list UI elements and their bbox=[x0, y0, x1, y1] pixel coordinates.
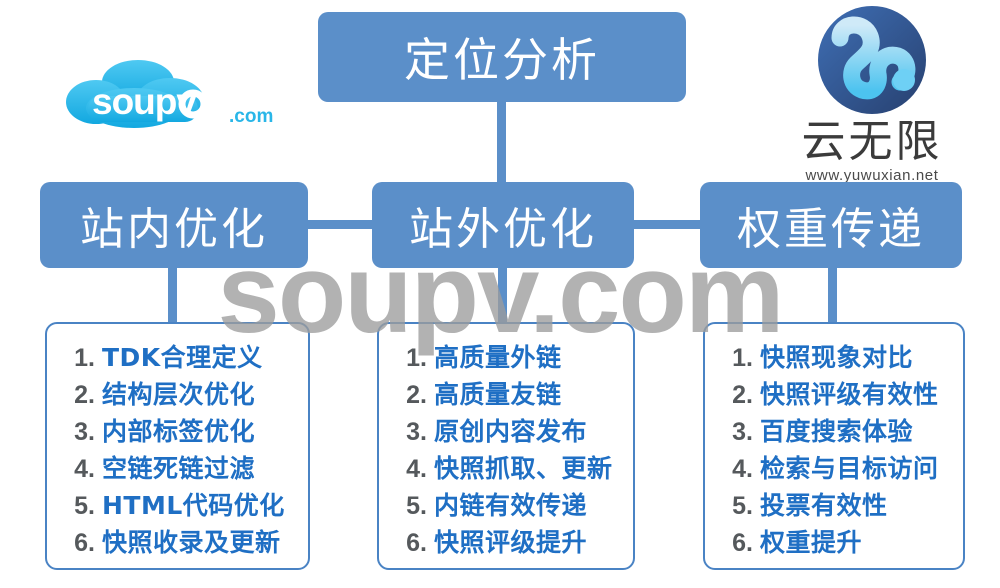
list-item: 3. 原创内容发布 bbox=[393, 412, 625, 449]
list-item-number: 2. bbox=[406, 381, 427, 409]
list-item-label: 权重提升 bbox=[760, 528, 863, 557]
list-item-number: 3. bbox=[732, 418, 753, 446]
list-item-number: 5. bbox=[732, 492, 753, 520]
yuwuxian-logo: 云无限 www.yuwuxian.net bbox=[772, 4, 972, 184]
list-item-number: 6. bbox=[406, 529, 427, 557]
list-item-label: 百度搜索体验 bbox=[760, 417, 914, 446]
list-item: 5. 投票有效性 bbox=[719, 486, 955, 523]
list-item: 6. 快照评级提升 bbox=[393, 523, 625, 560]
list-item-label: 投票有效性 bbox=[760, 491, 888, 520]
list-item: 1. 高质量外链 bbox=[393, 338, 625, 375]
node-root-label: 定位分析 bbox=[404, 33, 600, 87]
list-item-label: TDK合理定义 bbox=[102, 343, 263, 372]
list-item-number: 5. bbox=[74, 492, 95, 520]
list-item: 3. 百度搜索体验 bbox=[719, 412, 955, 449]
list-item: 6. 权重提升 bbox=[719, 523, 955, 560]
yuwuxian-name: 云无限 bbox=[801, 116, 943, 167]
list-item-number: 3. bbox=[74, 418, 95, 446]
list-panel-weight: 1. 快照现象对比 2. 快照评级有效性 3. 百度搜索体验 4. 检索与目标访… bbox=[703, 322, 965, 570]
list-item: 2. 快照评级有效性 bbox=[719, 375, 955, 412]
node-branch-weight[interactable]: 权重传递 bbox=[700, 182, 962, 268]
list-item-number: 4. bbox=[732, 455, 753, 483]
list-item: 5. HTML代码优化 bbox=[61, 486, 300, 523]
list-item: 4. 检索与目标访问 bbox=[719, 449, 955, 486]
soupv-logo-suffix: .com bbox=[229, 106, 274, 127]
list-item: 2. 高质量友链 bbox=[393, 375, 625, 412]
list-item-number: 2. bbox=[732, 381, 753, 409]
list-item: 3. 内部标签优化 bbox=[61, 412, 300, 449]
list-item-number: 2. bbox=[74, 381, 95, 409]
list-panel-inner: 1. TDK合理定义 2. 结构层次优化 3. 内部标签优化 4. 空链死链过滤… bbox=[45, 322, 310, 570]
list-item-label: 原创内容发布 bbox=[434, 417, 588, 446]
cloud-icon: soupv bbox=[60, 58, 260, 143]
list-item-label: 检索与目标访问 bbox=[760, 454, 939, 483]
list-item-label: 快照现象对比 bbox=[760, 343, 914, 372]
connector-outer-to-panel bbox=[498, 262, 507, 328]
list-item: 2. 结构层次优化 bbox=[61, 375, 300, 412]
list-item-number: 1. bbox=[732, 344, 753, 372]
yuwuxian-url: www.yuwuxian.net bbox=[805, 167, 939, 185]
list-item-number: 1. bbox=[74, 344, 95, 372]
node-branch-weight-label: 权重传递 bbox=[737, 204, 925, 255]
list-item-number: 3. bbox=[406, 418, 427, 446]
list-item-number: 6. bbox=[732, 529, 753, 557]
list-panel-outer: 1. 高质量外链 2. 高质量友链 3. 原创内容发布 4. 快照抓取、更新 5… bbox=[377, 322, 635, 570]
yuwuxian-mark-icon bbox=[816, 6, 928, 120]
list-item-number: 4. bbox=[74, 455, 95, 483]
list-item: 4. 快照抓取、更新 bbox=[393, 449, 625, 486]
list-item-number: 5. bbox=[406, 492, 427, 520]
list-item-label: 快照评级提升 bbox=[434, 528, 588, 557]
node-branch-outer-label: 站外优化 bbox=[409, 204, 597, 255]
list-item-number: 6. bbox=[74, 529, 95, 557]
connector-root-to-outer bbox=[497, 100, 506, 186]
list-item-number: 1. bbox=[406, 344, 427, 372]
list-item: 1. TDK合理定义 bbox=[61, 338, 300, 375]
list-item: 1. 快照现象对比 bbox=[719, 338, 955, 375]
list-item-number: 4. bbox=[406, 455, 427, 483]
list-item-label: 快照抓取、更新 bbox=[434, 454, 613, 483]
list-item-label: 高质量外链 bbox=[434, 343, 562, 372]
connector-inner-to-panel bbox=[168, 262, 177, 328]
list-item-label: 结构层次优化 bbox=[102, 380, 256, 409]
list-item-label: 高质量友链 bbox=[434, 380, 562, 409]
node-branch-outer[interactable]: 站外优化 bbox=[372, 182, 634, 268]
list-item: 6. 快照收录及更新 bbox=[61, 523, 300, 560]
list-item: 5. 内链有效传递 bbox=[393, 486, 625, 523]
list-item-label: 内链有效传递 bbox=[434, 491, 588, 520]
list-item-label: 空链死链过滤 bbox=[102, 454, 256, 483]
node-root[interactable]: 定位分析 bbox=[318, 12, 686, 102]
list-item-label: 内部标签优化 bbox=[102, 417, 256, 446]
list-item-label: HTML代码优化 bbox=[102, 491, 285, 520]
soupv-logo: soupv .com bbox=[60, 58, 310, 158]
list-item-label: 快照评级有效性 bbox=[760, 380, 939, 409]
node-branch-inner-label: 站内优化 bbox=[80, 204, 268, 255]
list-item-label: 快照收录及更新 bbox=[102, 528, 281, 557]
list-item: 4. 空链死链过滤 bbox=[61, 449, 300, 486]
connector-weight-to-panel bbox=[828, 262, 837, 328]
connector-outer-to-weight bbox=[620, 220, 716, 229]
connector-inner-to-outer bbox=[280, 220, 390, 229]
node-branch-inner[interactable]: 站内优化 bbox=[40, 182, 308, 268]
